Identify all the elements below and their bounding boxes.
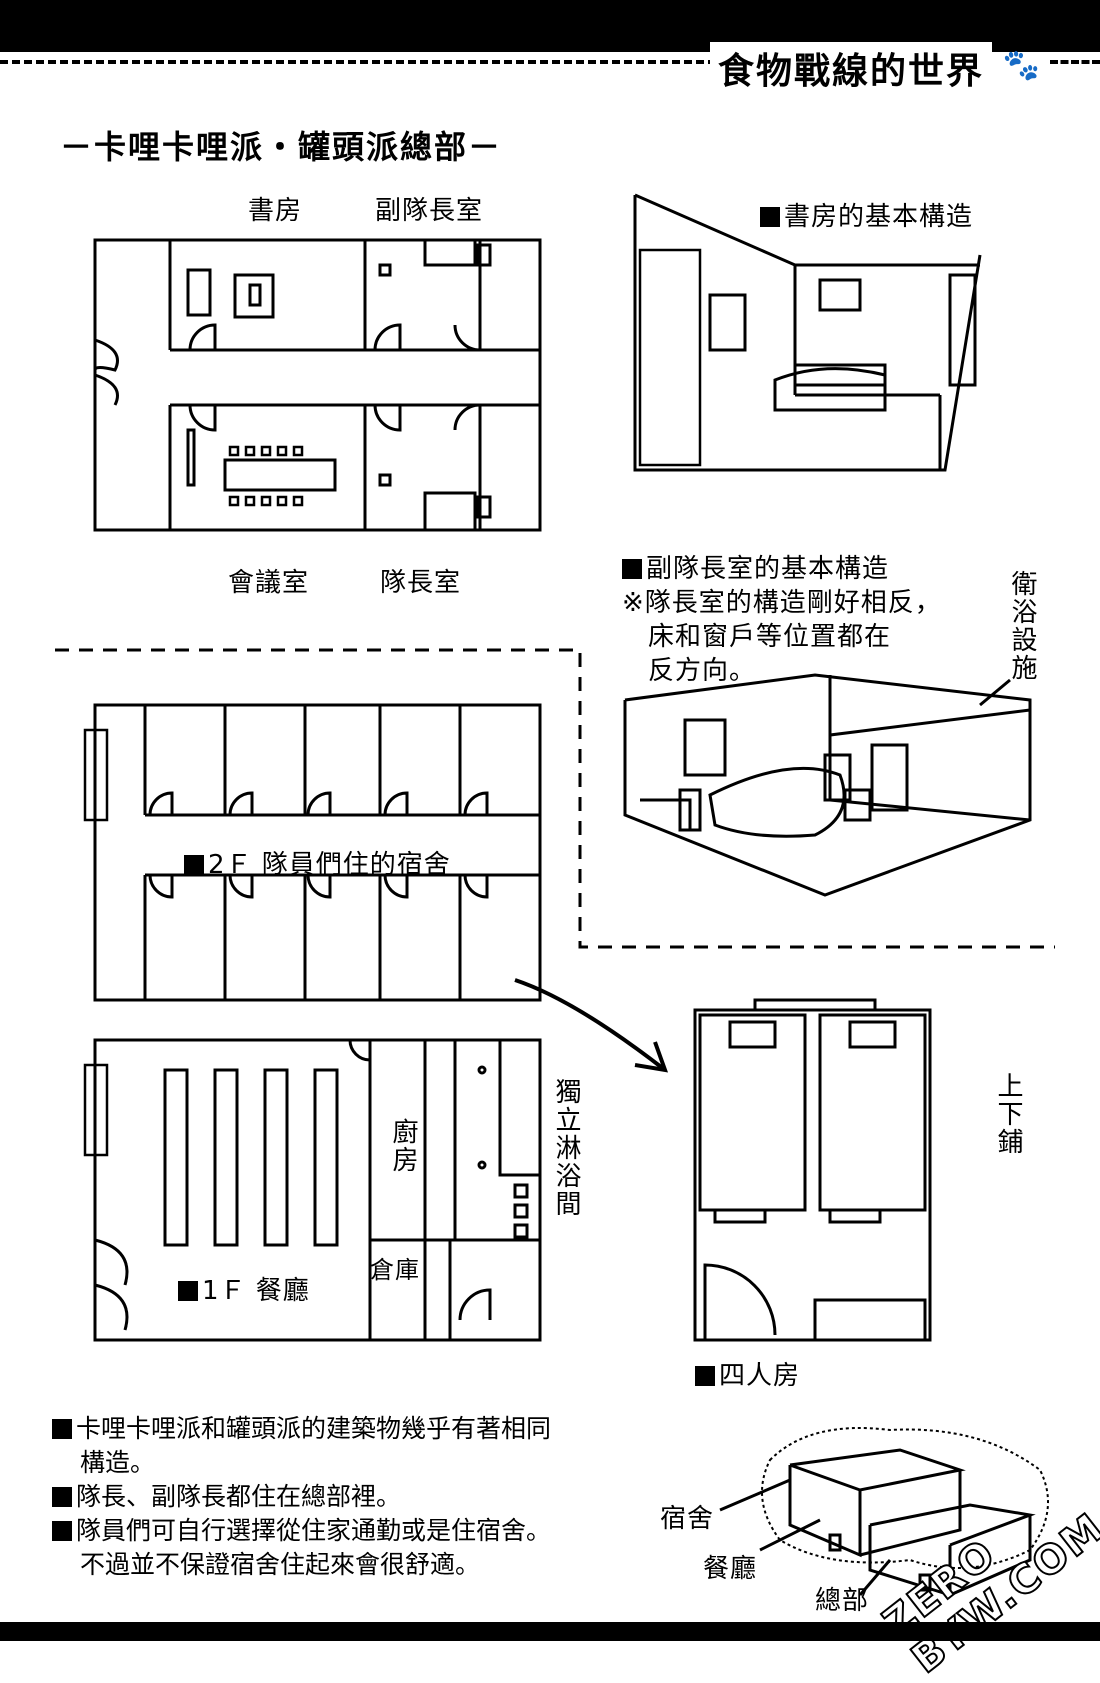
note-line-5: 不過並不保證宿舍住起來會很舒適。: [80, 1550, 481, 1579]
page-header-title: 食物戰線的世界: [709, 42, 992, 94]
note-line-2: 構造。: [80, 1448, 156, 1477]
study-label: 書房: [248, 196, 303, 226]
bottom-bar: [0, 1622, 1100, 1641]
study-room-illustration: [633, 193, 982, 472]
dining-building-label: 餐廳: [703, 1554, 758, 1584]
note-line-3: 隊長、副隊長都住在總部裡。: [52, 1480, 551, 1514]
square-bullet-icon: [52, 1419, 72, 1439]
square-bullet-icon: [760, 207, 780, 227]
floor2-dorm-plan: [83, 703, 542, 1002]
note-text-3: 隊長、副隊長都住在總部裡。: [76, 1482, 402, 1511]
dorm-building-label: 宿舍: [660, 1504, 715, 1534]
hq-floor-plan: [93, 238, 542, 532]
floor2-label: 2Ｆ 隊員們住的宿舍: [184, 844, 451, 881]
square-bullet-icon: [178, 1281, 198, 1301]
four-room-label: 四人房: [695, 1355, 800, 1392]
square-bullet-icon: [52, 1487, 72, 1507]
square-bullet-icon: [52, 1521, 72, 1541]
header-dashed-line: [0, 60, 740, 64]
vice-captain-room-illustration: [623, 673, 1032, 897]
vice-captain-room-label: 副隊長室: [375, 196, 484, 226]
section-title: －卡哩卡哩派・罐頭派總部－: [60, 128, 503, 166]
note-line-4: 隊員們可自行選擇從住家通勤或是住宿舍。: [52, 1514, 551, 1548]
square-bullet-icon: [695, 1366, 715, 1386]
study-structure-title: 書房的基本構造: [760, 196, 973, 233]
hq-building-label: 總部: [815, 1586, 870, 1616]
meeting-room-label: 會議室: [228, 568, 310, 598]
square-bullet-icon: [622, 559, 642, 579]
bunk-label: 上下鋪: [993, 1072, 1023, 1156]
shower-label: 獨立淋浴間: [551, 1078, 581, 1218]
note-text-1: 卡哩卡哩派和罐頭派的建築物幾乎有著相同: [76, 1414, 552, 1443]
square-bullet-icon: [184, 855, 204, 875]
notes-block: 卡哩卡哩派和罐頭派的建築物幾乎有著相同 構造。 隊長、副隊長都住在總部裡。 隊員…: [52, 1412, 551, 1582]
storage-label: 倉庫: [370, 1256, 420, 1284]
kitchen-label: 廚房: [388, 1118, 418, 1174]
vice-room-note-line1: ※隊長室的構造剛好相反，: [622, 588, 942, 618]
section-dashed-divider: [55, 648, 1055, 949]
hq-buildings-illustration: [761, 1427, 1049, 1598]
vice-room-structure-title-text: 副隊長室的基本構造: [646, 554, 890, 584]
bathroom-label: 衛浴設施: [1007, 570, 1037, 682]
paw-icon: 🐾: [1002, 48, 1040, 83]
four-room-label-text: 四人房: [719, 1361, 801, 1391]
note-text-4: 隊員們可自行選擇從住家通勤或是住宿舍。: [76, 1516, 552, 1545]
header-dashed-line-right: [1050, 60, 1100, 64]
study-structure-title-text: 書房的基本構造: [784, 202, 974, 232]
vice-room-note-line2: 床和窗戶等位置都在: [648, 622, 892, 652]
floor1-dining-plan: [83, 1038, 542, 1342]
arrow-to-four-room: [514, 978, 669, 1073]
captain-room-label: 隊長室: [380, 568, 462, 598]
vice-room-note-line3: 反方向。: [648, 656, 757, 686]
building-label-leaders: [719, 1478, 892, 1596]
note-line-1: 卡哩卡哩派和罐頭派的建築物幾乎有著相同: [52, 1412, 551, 1446]
floor1-label-text: 1Ｆ 餐廳: [202, 1276, 310, 1306]
floor2-label-text: 2Ｆ 隊員們住的宿舍: [208, 850, 451, 880]
floor1-label: 1Ｆ 餐廳: [178, 1270, 310, 1307]
vice-room-structure-title: 副隊長室的基本構造: [622, 548, 889, 585]
four-person-room-plan: [693, 998, 932, 1342]
